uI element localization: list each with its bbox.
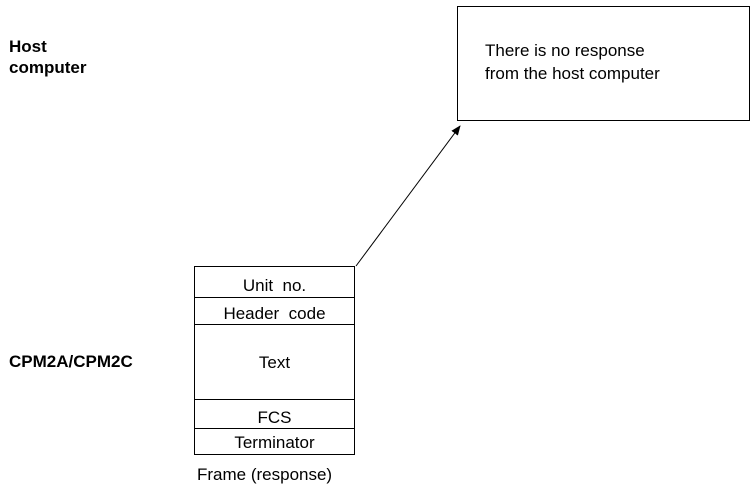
- frame-cell-unit-no: Unit no.: [195, 267, 354, 298]
- frame-cell-text: Text: [195, 325, 354, 400]
- response-box-line2: from the host computer: [485, 64, 660, 83]
- host-computer-label-line1: Host: [9, 37, 47, 56]
- frame-caption: Frame (response): [197, 465, 333, 484]
- response-frame: Unit no. Header code Text FCS Terminator: [194, 266, 355, 455]
- response-box-line1: There is no response: [485, 41, 645, 60]
- frame-cell-fcs: FCS: [195, 400, 354, 429]
- arrow-line: [355, 125, 461, 267]
- cpm-label: CPM2A/CPM2C: [9, 352, 133, 371]
- host-computer-label-line2: computer: [9, 58, 87, 77]
- host-computer-label: Host computer: [9, 36, 86, 78]
- frame-cell-header-code: Header code: [195, 298, 354, 325]
- response-box: There is no response from the host compu…: [457, 6, 750, 121]
- frame-cell-terminator: Terminator: [234, 433, 315, 452]
